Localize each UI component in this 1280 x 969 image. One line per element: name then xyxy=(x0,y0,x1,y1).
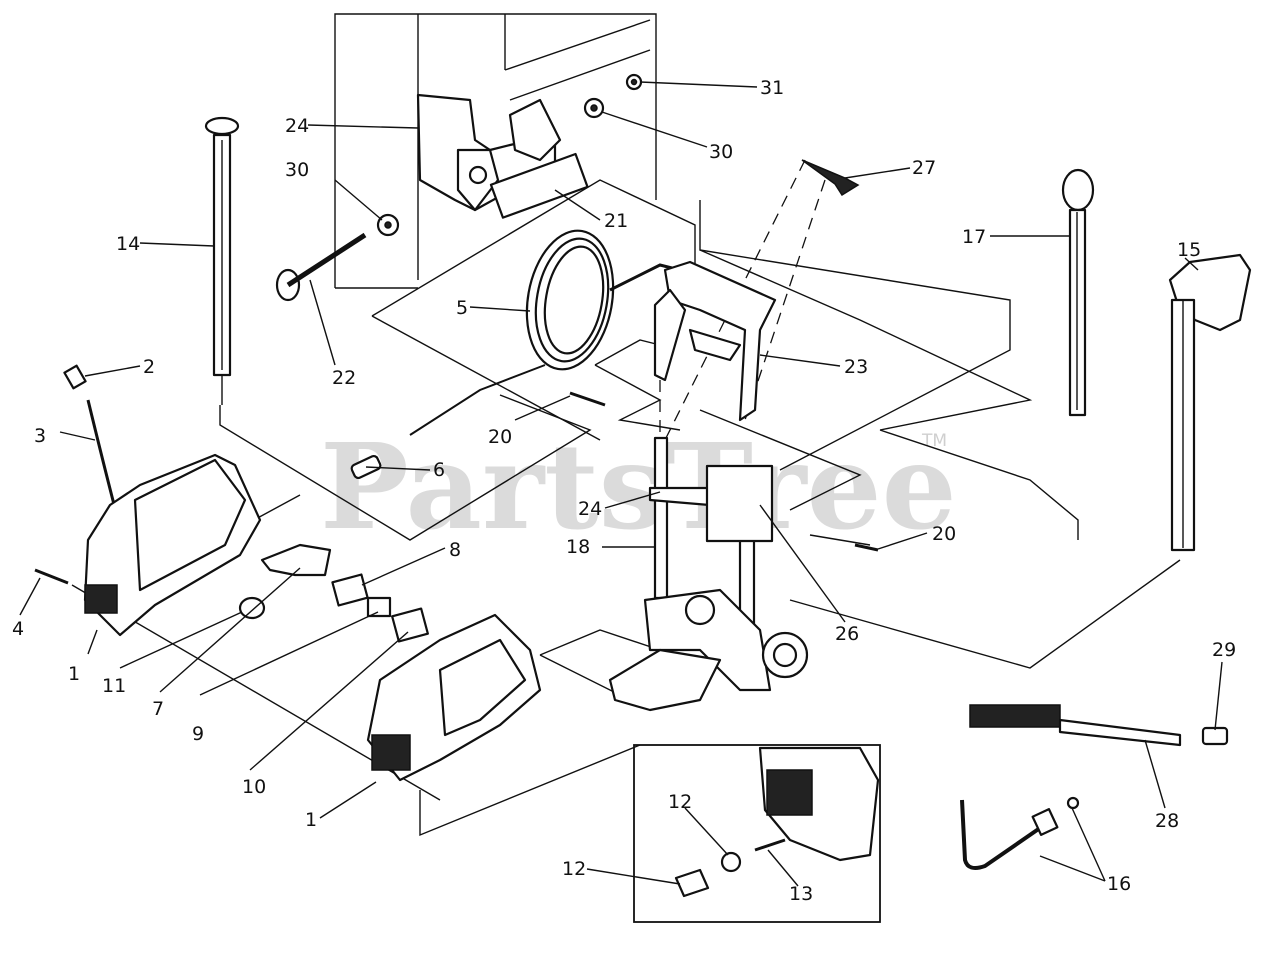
hose-hanger xyxy=(653,260,777,422)
pump-part-7 xyxy=(260,543,332,577)
callout-1-right: 1 xyxy=(305,809,317,831)
screw-20-right xyxy=(854,543,879,552)
callout-3: 3 xyxy=(34,425,46,447)
callout-24-lower: 24 xyxy=(578,498,602,520)
wall-panel xyxy=(334,13,657,289)
callout-20-upper: 20 xyxy=(488,426,512,448)
housing-left xyxy=(83,453,262,637)
housing-screw xyxy=(34,568,69,585)
callout-15: 15 xyxy=(1177,239,1201,261)
part-9 xyxy=(366,596,392,618)
callout-30-right: 30 xyxy=(709,141,733,163)
callout-18: 18 xyxy=(566,536,590,558)
callout-21: 21 xyxy=(604,210,628,232)
spray-wand-17 xyxy=(1061,168,1095,417)
callout-22: 22 xyxy=(332,367,356,389)
hose-adapter xyxy=(960,796,1080,870)
callout-2: 2 xyxy=(143,356,155,378)
screw-20-upper xyxy=(569,391,606,407)
bushing-11 xyxy=(238,596,266,620)
callout-10: 10 xyxy=(242,776,266,798)
callout-12-left: 12 xyxy=(562,858,586,880)
callout-23: 23 xyxy=(844,356,868,378)
callout-1-left: 1 xyxy=(68,663,80,685)
callout-31: 31 xyxy=(760,77,784,99)
callout-9: 9 xyxy=(192,723,204,745)
callout-17: 17 xyxy=(962,226,986,248)
callout-20-right: 20 xyxy=(932,523,956,545)
callout-4: 4 xyxy=(12,618,24,640)
callout-24-upper: 24 xyxy=(285,115,309,137)
cap xyxy=(63,364,87,390)
callout-11: 11 xyxy=(102,675,126,697)
spray-wand-14 xyxy=(204,116,240,405)
callout-labels: 1 1 2 3 4 5 6 7 8 9 10 11 12 12 13 14 15… xyxy=(12,77,1236,905)
wall-screw xyxy=(275,232,367,302)
housing-right xyxy=(366,613,542,782)
callout-5: 5 xyxy=(456,297,468,319)
part-10 xyxy=(391,607,429,643)
hose-coil xyxy=(409,229,681,436)
cart-frame xyxy=(608,436,809,712)
callout-26: 26 xyxy=(835,623,859,645)
leader-lines xyxy=(19,81,1223,887)
callout-13: 13 xyxy=(789,883,813,905)
clip xyxy=(801,159,860,197)
part-8 xyxy=(331,573,369,607)
detail-inset xyxy=(633,744,881,923)
callout-16: 16 xyxy=(1107,873,1131,895)
callout-28: 28 xyxy=(1155,810,1179,832)
adapter xyxy=(1201,726,1229,746)
callout-14: 14 xyxy=(116,233,140,255)
callout-8: 8 xyxy=(449,539,461,561)
callout-29: 29 xyxy=(1212,639,1236,661)
brush xyxy=(969,704,1182,747)
spray-gun xyxy=(1168,253,1252,552)
callout-27: 27 xyxy=(912,157,936,179)
callout-30-left: 30 xyxy=(285,159,309,181)
callout-6: 6 xyxy=(433,459,445,481)
watermark-text: PartsTree xyxy=(320,417,957,556)
spacer-plate xyxy=(489,152,589,219)
callout-12-top: 12 xyxy=(668,791,692,813)
callout-7: 7 xyxy=(152,698,164,720)
